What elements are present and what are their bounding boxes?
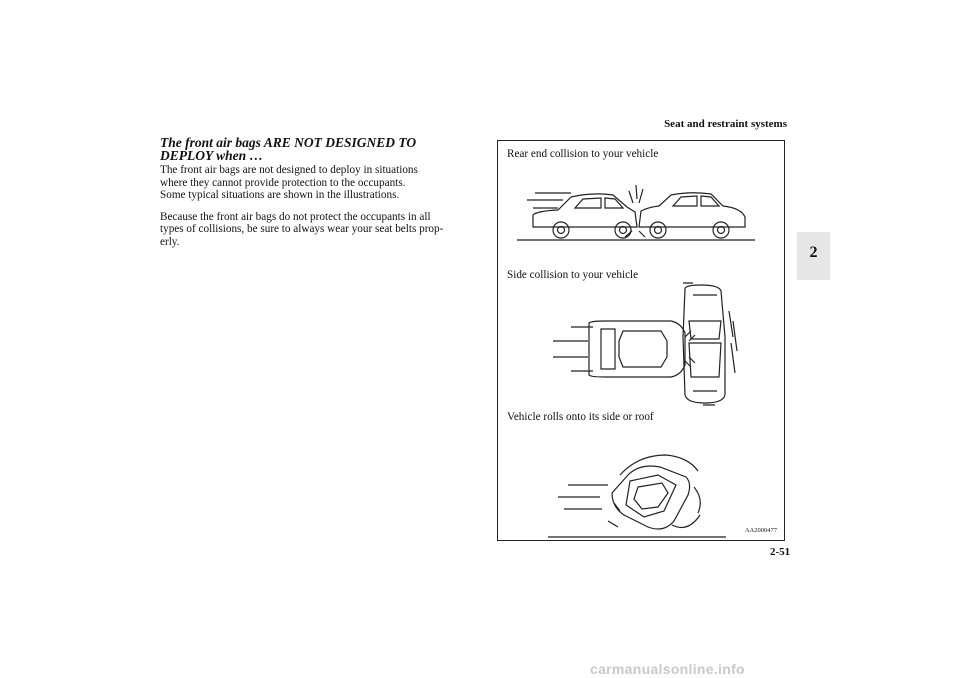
caption-rollover: Vehicle rolls onto its side or roof — [507, 411, 654, 423]
chapter-number: 2 — [809, 244, 818, 261]
para3-line-1: Because the front air bags do not protec… — [160, 210, 431, 223]
paragraph-seat-belts: Because the front air bags do not protec… — [160, 211, 477, 249]
heading-line-2: DEPLOY when … — [160, 148, 264, 163]
collision-illustration: Rear end collision to your vehicle Side … — [497, 140, 785, 541]
chapter-tab: 2 — [797, 232, 830, 280]
text-column: The front air bags ARE NOT DESIGNED TO D… — [160, 136, 477, 257]
para1-line-2: where they cannot provide protection to … — [160, 176, 406, 189]
heading-line-1: The front air bags ARE NOT DESIGNED TO — [160, 135, 417, 150]
page-number: 2-51 — [770, 546, 791, 558]
section-title: Seat and restraint systems — [664, 118, 787, 130]
section-heading: The front air bags ARE NOT DESIGNED TO D… — [160, 135, 477, 163]
rollover-drawing — [548, 454, 726, 538]
image-code: AA2000477 — [744, 527, 777, 534]
para2: Some typical situations are shown in the… — [160, 189, 400, 201]
watermark: carmanualsonline.info — [590, 661, 745, 677]
para3-line-2: types of collisions, be sure to always w… — [160, 223, 444, 235]
paragraph-intro: The front air bags are not designed to d… — [160, 164, 477, 202]
para1-line-1: The front air bags are not designed to d… — [160, 164, 418, 176]
rear-collision-drawing — [517, 184, 755, 241]
caption-rear-collision: Rear end collision to your vehicle — [507, 148, 659, 160]
side-collision-drawing — [553, 282, 738, 406]
para3-line-3: erly. — [160, 235, 180, 248]
caption-side-collision: Side collision to your vehicle — [507, 269, 639, 281]
